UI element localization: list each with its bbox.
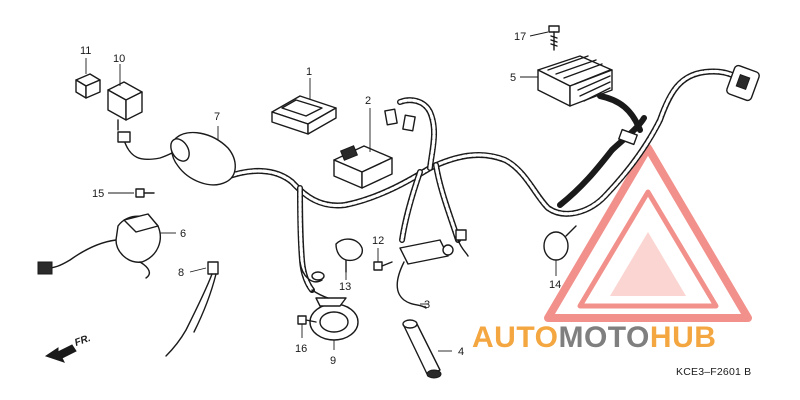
part-3-ignition-coil	[396, 239, 454, 309]
watermark-moto: MOTO	[558, 321, 649, 354]
part-1-rubber-cushion	[271, 95, 337, 135]
callout-4: 4	[458, 346, 464, 358]
svg-text:AUTOMOTOHUB: AUTOMOTOHUB	[472, 321, 716, 354]
leader-lines	[85, 31, 557, 352]
harness-top-couplers	[384, 108, 416, 132]
callout-10: 10	[113, 53, 125, 65]
part-4-spark-plug-cap	[402, 319, 442, 379]
callout-numbers: 1 2 3 4 5 6 7 8 9 10 11 12 13 14 15 16 1…	[80, 31, 561, 367]
callout-14: 14	[549, 279, 561, 291]
callout-11: 11	[80, 45, 91, 57]
part-17-bolt	[548, 25, 560, 51]
part-7-starter-relay	[117, 131, 236, 186]
callout-17: 17	[514, 31, 526, 43]
callout-12: 12	[372, 235, 384, 247]
front-label: FR.	[73, 333, 92, 349]
main-wire-harness	[221, 68, 743, 293]
diagram-code: KCE3–F2601 B	[676, 366, 751, 378]
part-6-ignition-switch	[37, 213, 161, 279]
callout-8: 8	[178, 267, 184, 279]
part-5-regulator-rectifier	[537, 55, 643, 146]
part-2-cdi-unit	[333, 145, 393, 189]
part-15-bolt	[135, 188, 155, 198]
callout-15: 15	[92, 188, 104, 200]
callout-6: 6	[180, 228, 186, 240]
callout-2: 2	[365, 95, 371, 107]
harness-lower-couplers	[299, 229, 469, 283]
callout-13: 13	[339, 281, 351, 293]
part-13-wire-clamp	[335, 238, 363, 273]
part-9-horn	[309, 289, 359, 341]
callout-9: 9	[330, 355, 336, 367]
right-end-coupler	[726, 64, 760, 102]
callout-3: 3	[424, 299, 430, 311]
callout-5: 5	[510, 72, 516, 84]
front-direction-marker: FR.	[44, 333, 92, 363]
callout-16: 16	[295, 343, 307, 355]
callout-1: 1	[306, 66, 312, 78]
part-8-wire-lead	[165, 261, 219, 357]
watermark-hub: HUB	[650, 321, 717, 354]
part-10-relay	[107, 81, 143, 131]
watermark-text: AUTOMOTOHUB	[472, 321, 716, 354]
callout-7: 7	[214, 111, 220, 123]
watermark-logo-triangle	[544, 144, 752, 322]
part-14-wire-band	[543, 225, 577, 261]
part-11-rubber-mount	[75, 73, 101, 99]
watermark-auto: AUTO	[472, 321, 558, 354]
part-12-bolt	[373, 261, 393, 271]
